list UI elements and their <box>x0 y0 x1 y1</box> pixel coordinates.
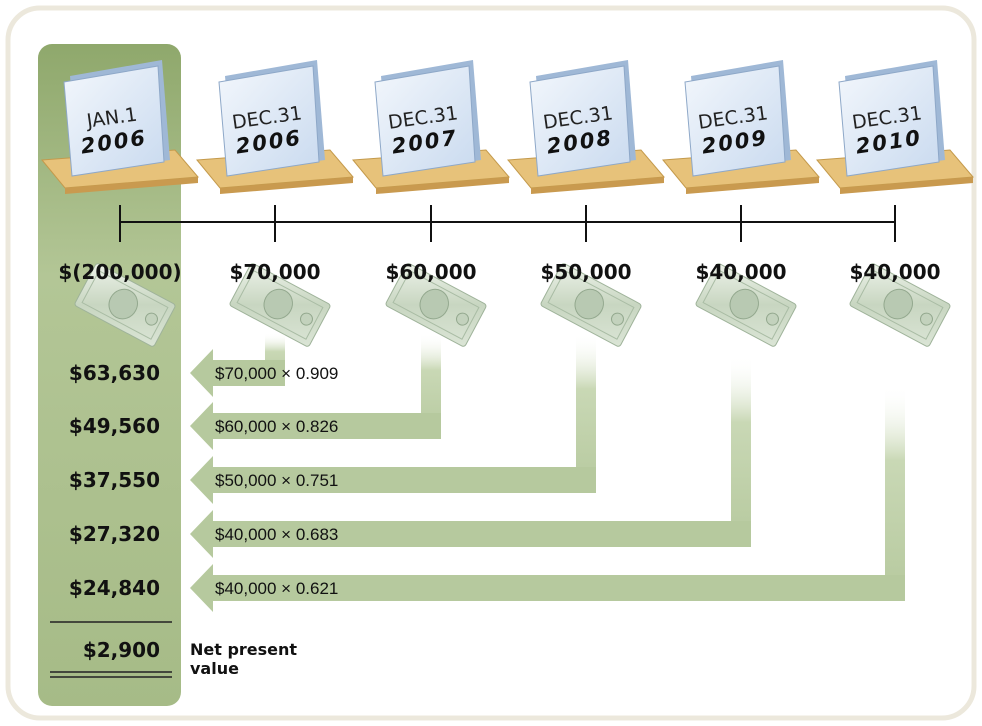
dollar-bill-icon <box>74 263 176 347</box>
initial-investment-column <box>38 44 181 706</box>
discount-formula: $60,000 × 0.826 <box>215 417 338 436</box>
cash-flow-amount: $70,000 <box>229 260 320 284</box>
discount-arrow: $70,000 × 0.909 <box>190 333 338 397</box>
dollar-bill-icon <box>849 263 951 347</box>
npv-total: $2,900 Net present value <box>50 621 297 678</box>
discount-formula: $70,000 × 0.909 <box>215 364 338 383</box>
discount-arrow: $40,000 × 0.621 <box>190 385 905 612</box>
present-value: $63,630 <box>69 361 160 385</box>
cash-flow-amount: $(200,000) <box>58 260 181 284</box>
present-value: $24,840 <box>69 576 160 600</box>
present-values: $63,630 $49,560 $37,550 $27,320 $24,840 <box>69 361 160 600</box>
npv-label-line2: value <box>190 659 239 678</box>
cash-flow-amount: $40,000 <box>695 260 786 284</box>
discount-arrow: $50,000 × 0.751 <box>190 333 596 504</box>
present-value: $37,550 <box>69 468 160 492</box>
discount-arrow: $60,000 × 0.826 <box>190 333 441 450</box>
cash-flow-amount: $40,000 <box>849 260 940 284</box>
timeline <box>119 205 896 242</box>
discount-formula: $40,000 × 0.683 <box>215 525 338 544</box>
cash-flow-amount: $50,000 <box>540 260 631 284</box>
discount-formula: $40,000 × 0.621 <box>215 579 338 598</box>
npv-label-line1: Net present <box>190 640 297 659</box>
present-value: $27,320 <box>69 522 160 546</box>
discount-formula: $50,000 × 0.751 <box>215 471 338 490</box>
dollar-bill-icon <box>540 263 642 347</box>
dollar-bill-icon <box>385 263 487 347</box>
cash-flow-row: $(200,000) $70,000 $60,000 $50,000 $40,000 $4… <box>58 260 951 347</box>
discount-arrow: $40,000 × 0.683 <box>190 355 751 558</box>
dollar-bill-icon <box>229 263 331 347</box>
present-value: $49,560 <box>69 414 160 438</box>
npv-value: $2,900 <box>83 638 160 662</box>
dollar-bill-icon <box>695 263 797 347</box>
discount-arrows: $70,000 × 0.909 $60,000 × 0.826 $50,000 × … <box>190 333 905 612</box>
calendar-row: JAN.12006DEC.312006DEC.312007DEC.312008D… <box>41 60 975 194</box>
cash-flow-amount: $60,000 <box>385 260 476 284</box>
